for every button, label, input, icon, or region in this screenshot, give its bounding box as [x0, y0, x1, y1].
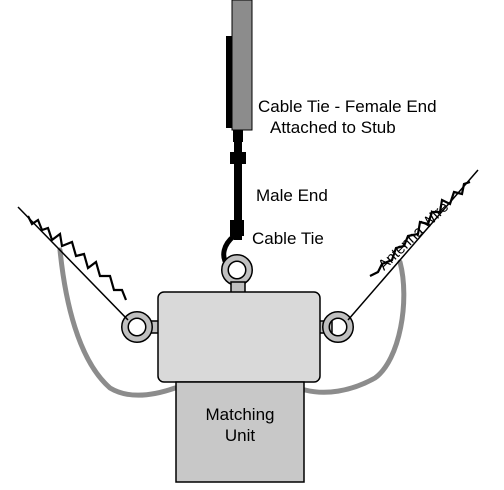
stub	[231, 0, 253, 131]
label-cable-tie: Cable Tie	[252, 229, 324, 248]
right-antenna-wire	[347, 169, 479, 321]
cable-tie-block-lower	[230, 220, 244, 236]
left-coax-cable	[57, 247, 178, 398]
label-male-end: Male End	[256, 186, 328, 205]
cable-tie-male-end	[234, 140, 242, 240]
label-matching-unit-line1: Matching	[206, 405, 275, 424]
label-matching-unit-line2: Unit	[225, 426, 256, 445]
right-antenna-wire-wrap	[369, 180, 471, 277]
cable-tie-block-upper	[230, 152, 246, 164]
left-antenna-wire	[17, 206, 129, 321]
left-antenna-wire-wrap	[27, 215, 128, 301]
label-cable-tie-female-line2: Attached to Stub	[270, 118, 396, 137]
cable-tie-female-end	[226, 36, 232, 128]
label-cable-tie-female-line1: Cable Tie - Female End	[258, 97, 437, 116]
cable-tie-female-head	[233, 130, 243, 142]
label-antenna-wire: Antenna Wire	[375, 199, 452, 274]
mounting-box	[157, 291, 321, 383]
right-coax-cable	[302, 259, 407, 395]
matching-unit	[175, 381, 305, 483]
